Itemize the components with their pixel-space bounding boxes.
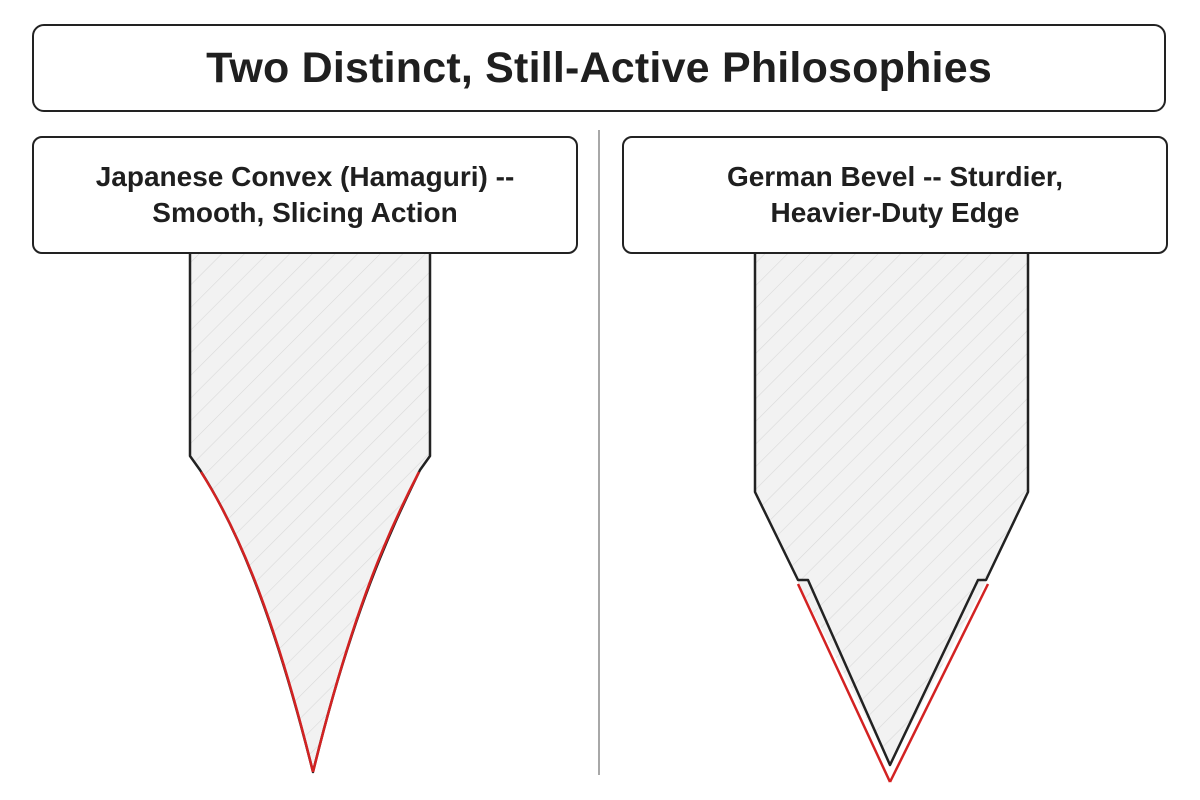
japanese-blade-body [190,250,430,772]
german-blade-body [755,250,1028,765]
japanese-convex-label: Japanese Convex (Hamaguri) -- Smooth, Sl… [32,136,578,254]
panel-divider [598,130,600,775]
japanese-label-line-2: Smooth, Slicing Action [152,197,458,228]
japanese-convex-edge-left [199,471,315,773]
german-label-line-1: German Bevel -- Sturdier, [726,161,1064,192]
german-bevel-edge-right [888,583,990,783]
german-bevel-label: German Bevel -- Sturdier, Heavier-Duty E… [622,136,1168,254]
german-bevel-edge-left [796,583,892,783]
german-bevel-blade [753,250,1030,783]
japanese-convex-blade [188,250,432,774]
german-blade-outline [753,250,1030,767]
german-label-line-2: Heavier-Duty Edge [770,197,1020,228]
japanese-convex-edge-right [311,471,421,773]
title-box: Two Distinct, Still-Active Philosophies [32,24,1166,112]
diagram-title: Two Distinct, Still-Active Philosophies [206,43,992,92]
japanese-label-line-1: Japanese Convex (Hamaguri) -- [95,161,515,192]
